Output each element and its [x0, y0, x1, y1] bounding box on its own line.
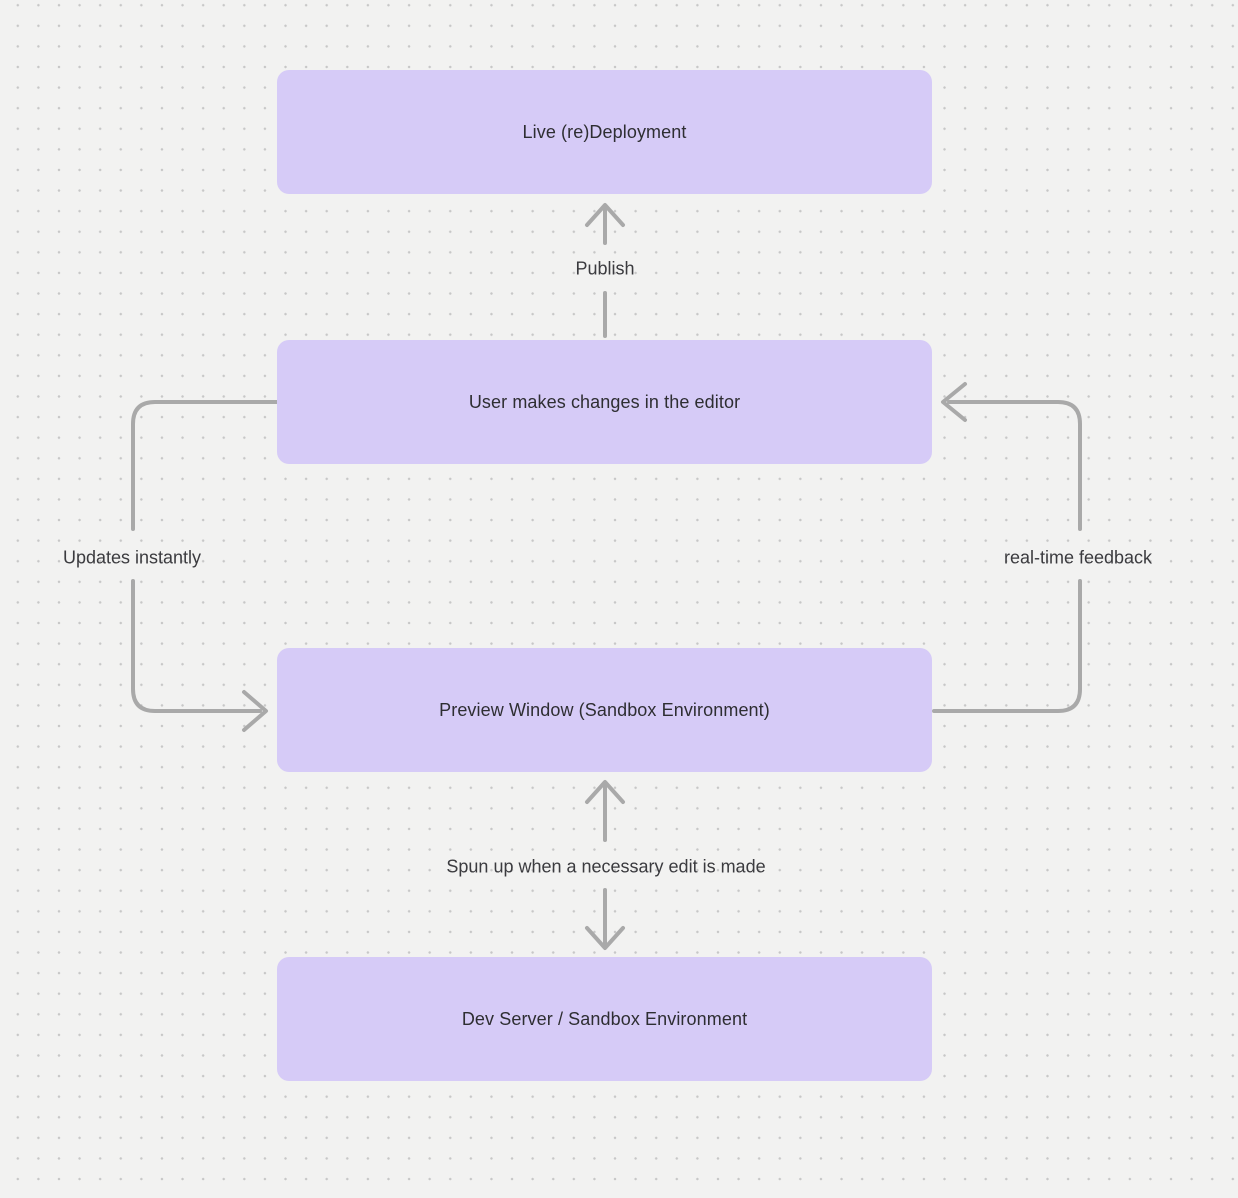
node-preview-window-label: Preview Window (Sandbox Environment)	[439, 699, 770, 720]
node-dev-server[interactable]: Dev Server / Sandbox Environment	[277, 957, 932, 1081]
node-editor-changes[interactable]: User makes changes in the editor	[277, 340, 932, 464]
node-editor-changes-label: User makes changes in the editor	[468, 391, 741, 412]
edge-label-realtime-feedback: real-time feedback	[1003, 547, 1153, 568]
node-dev-server-label: Dev Server / Sandbox Environment	[461, 1008, 748, 1029]
edge-label-spun-up: Spun up when a necessary edit is made	[446, 856, 766, 877]
edge-label-publish: Publish	[575, 258, 635, 279]
node-preview-window[interactable]: Preview Window (Sandbox Environment)	[277, 648, 932, 772]
node-live-deployment[interactable]: Live (re)Deployment	[277, 70, 932, 194]
edge-label-updates-instantly: Updates instantly	[62, 547, 202, 568]
node-live-deployment-label: Live (re)Deployment	[522, 121, 687, 142]
